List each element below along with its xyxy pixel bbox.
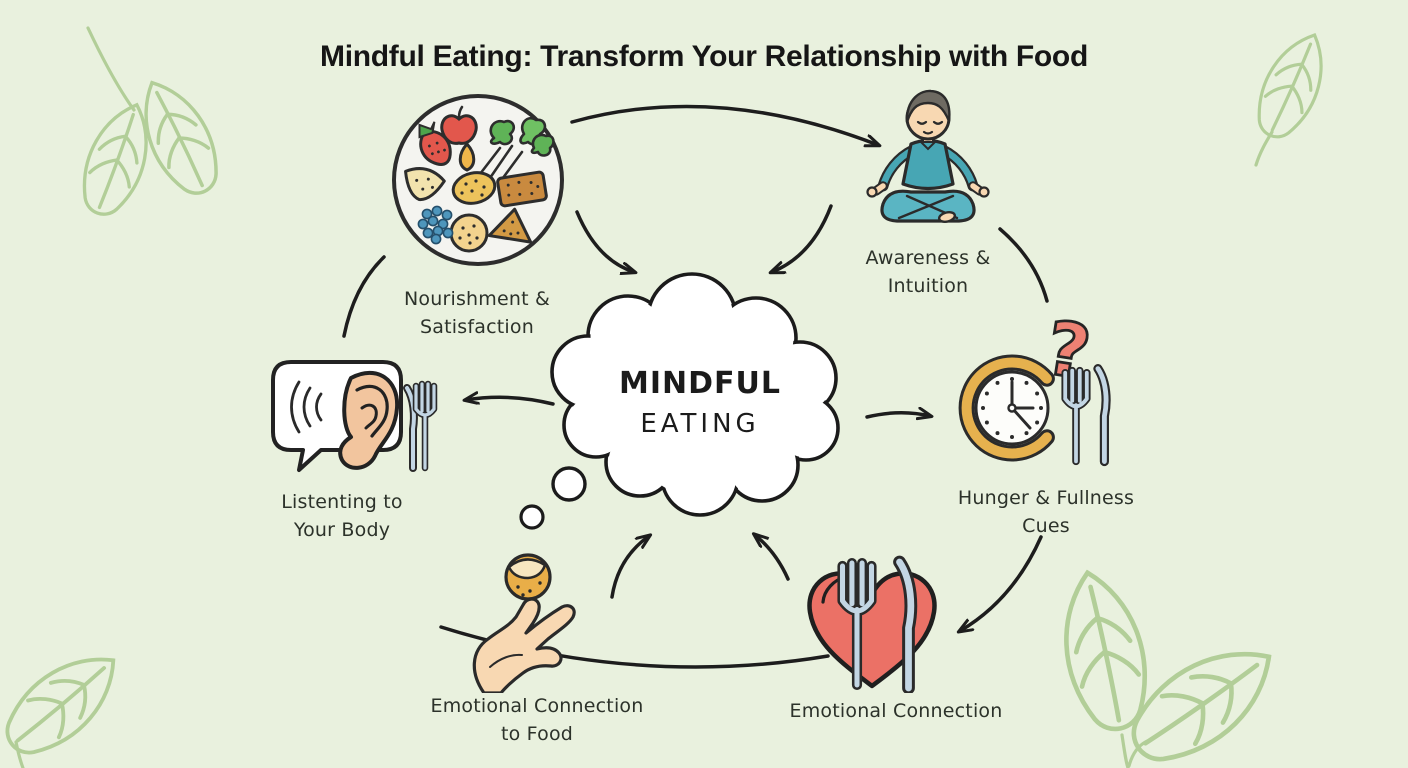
- center-cookie: [451, 171, 497, 205]
- ear-speech-bubble-icon: [271, 360, 438, 472]
- thought-bubble-large: [551, 466, 587, 502]
- bottom-cookie: [449, 213, 489, 253]
- fork: [1061, 366, 1091, 466]
- strawberry: [418, 121, 452, 166]
- meditating-person-icon: [866, 89, 990, 223]
- fork: [837, 558, 877, 690]
- arrow-clock-to-heart: [960, 535, 1043, 631]
- ear: [338, 371, 400, 470]
- cookie: [504, 553, 552, 601]
- palm-crease: [489, 653, 523, 668]
- gold-ring: [958, 354, 1055, 462]
- arrow-heart-to-cloud: [755, 535, 790, 581]
- cloud-line-1: MINDFUL: [619, 366, 781, 401]
- leaf-decoration-bottom-left: [0, 634, 136, 768]
- hand: [472, 597, 576, 693]
- leaf-decoration-top-right: [1244, 22, 1340, 167]
- label-line: Intuition: [887, 275, 969, 297]
- center-cloud-text: MINDFUL EATING: [585, 366, 815, 439]
- legs: [880, 189, 976, 223]
- head: [905, 89, 951, 143]
- listening-label: Listenting to Your Body: [252, 488, 432, 544]
- cheese-wedge: [404, 167, 446, 202]
- label-line: Listenting to: [281, 491, 403, 513]
- clock-question-cutlery-icon: ?: [958, 312, 1111, 467]
- hunger-fullness-label: Hunger & Fullness Cues: [946, 484, 1146, 540]
- arc-ear-to-plate: [342, 255, 386, 338]
- emotional-connection-label: Emotional Connection: [786, 697, 1006, 725]
- triangle-cracker: [487, 207, 533, 244]
- label-line: Awareness &: [865, 247, 991, 269]
- blueberries: [417, 205, 454, 245]
- page-title: Mindful Eating: Transform Your Relations…: [320, 40, 1088, 73]
- arrow-cloud-to-clock: [865, 413, 930, 417]
- knife: [1093, 364, 1111, 467]
- heart-cutlery-icon: [807, 555, 937, 693]
- sound-waves: [290, 380, 323, 434]
- leafy-greens: [478, 116, 555, 184]
- thought-cloud: [519, 272, 840, 530]
- clock-face: [974, 370, 1050, 446]
- hand-cookie-icon: [472, 553, 576, 693]
- arc-meditator-to-clock: [998, 227, 1049, 303]
- label-line: Hunger & Fullness: [957, 487, 1135, 509]
- label-line: Emotional Connection: [789, 700, 1003, 722]
- rect-cracker: [496, 170, 548, 208]
- awareness-label: Awareness & Intuition: [838, 244, 1018, 300]
- arrow-meditator-to-cloud: [772, 204, 833, 272]
- label-line: Your Body: [293, 519, 391, 541]
- yellow-drop: [458, 141, 476, 172]
- leaf-decoration-top-left: [70, 26, 233, 224]
- thought-bubble-small: [519, 504, 545, 530]
- emotional-food-label: Emotional Connection to Food: [427, 692, 647, 748]
- torso: [901, 138, 955, 191]
- food-plate-icon: [392, 94, 564, 266]
- arrow-plate-to-meditator: [570, 104, 878, 145]
- arrow-hand-to-cloud: [610, 536, 649, 599]
- label-line: to Food: [500, 723, 574, 745]
- label-line: Satisfaction: [420, 316, 534, 338]
- leaf-decoration-bottom-right: [1051, 565, 1290, 768]
- arrow-plate-to-cloud: [575, 210, 634, 272]
- fork: [412, 380, 438, 472]
- knife: [893, 555, 918, 693]
- nourishment-label: Nourishment & Satisfaction: [387, 285, 567, 341]
- label-line: Cues: [1022, 515, 1070, 537]
- arrow-cloud-to-ear: [466, 397, 555, 406]
- apple: [440, 105, 478, 145]
- label-line: Nourishment &: [403, 288, 551, 310]
- cloud-line-2: EATING: [640, 409, 760, 439]
- label-line: Emotional Connection: [430, 695, 644, 717]
